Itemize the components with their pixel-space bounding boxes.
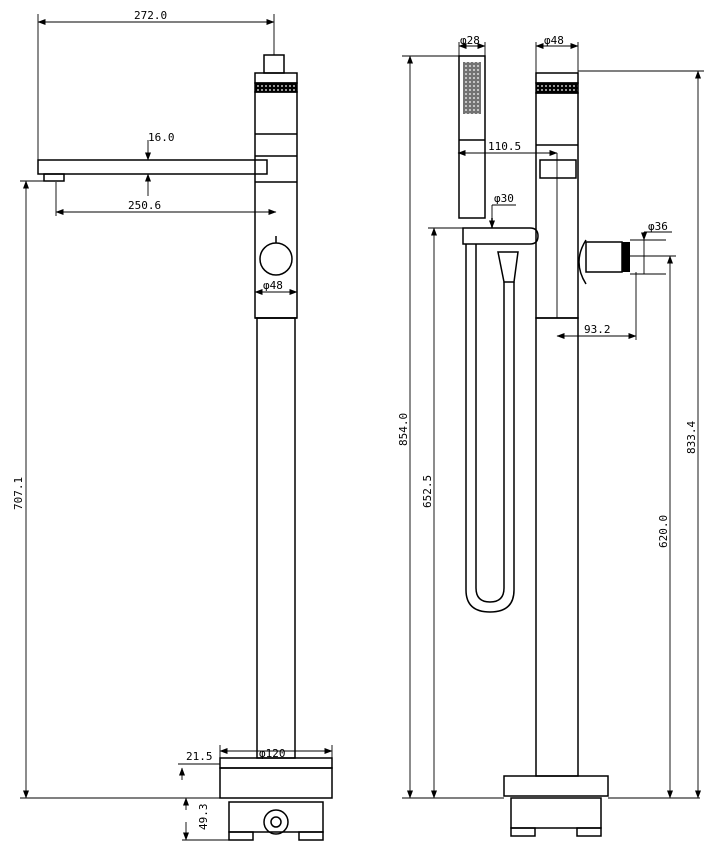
dim-handshower-offset: 110.5 <box>488 140 521 153</box>
dim-base-plate-height: 21.5 <box>186 750 213 763</box>
right-floor-foot-left <box>510 827 536 837</box>
dim-floor-box-depth: 49.3 <box>197 804 210 831</box>
dim-handle-height: 620.0 <box>657 515 670 548</box>
left-top-collar <box>254 72 298 84</box>
right-view: φ28 φ48 110.5 φ30 φ36 93.2 854.0 652.5 6… <box>397 34 704 837</box>
handshower-body <box>458 55 486 219</box>
dim-left-body-diameter: φ48 <box>263 279 283 292</box>
handshower-holder <box>462 227 539 245</box>
hose-outer <box>465 244 515 613</box>
hose-connector <box>497 251 519 283</box>
left-floor-box <box>228 801 324 833</box>
left-base-plate <box>219 767 333 799</box>
left-spout-aerator <box>43 173 65 182</box>
right-handle-lever <box>578 239 587 285</box>
left-knurl-ring <box>254 82 298 93</box>
dim-handle-diameter: φ36 <box>648 220 668 233</box>
dim-overall-height: 854.0 <box>397 413 410 446</box>
right-spout-stub <box>539 159 577 179</box>
left-floor-foot-right <box>298 831 324 841</box>
dim-body-height: 833.4 <box>685 421 698 454</box>
left-inlet-ring <box>263 809 289 835</box>
left-floor-foot-left <box>228 831 254 841</box>
left-column <box>256 317 296 759</box>
left-inlet-core <box>270 816 282 828</box>
dim-spout-height: 707.1 <box>12 477 25 510</box>
right-floor-box <box>510 797 602 829</box>
left-view: 272.0 16.0 250.6 φ48 707.1 21.5 φ120 49.… <box>12 9 333 841</box>
dim-handle-projection: 93.2 <box>584 323 611 336</box>
dim-overall-width: 272.0 <box>134 9 167 22</box>
handshower-face <box>463 62 481 114</box>
dim-base-diameter: φ120 <box>259 747 286 760</box>
dim-spout-thickness: 16.0 <box>148 131 175 144</box>
right-knurl-ring <box>535 82 579 94</box>
right-base-plate <box>503 775 609 797</box>
right-column <box>535 317 579 777</box>
left-spout <box>37 159 268 175</box>
dim-right-body-diameter: φ48 <box>544 34 564 47</box>
dim-holder-height: 652.5 <box>421 475 434 508</box>
right-handle-body <box>585 241 623 273</box>
dim-spout-reach: 250.6 <box>128 199 161 212</box>
dim-holder-diameter: φ30 <box>494 192 514 205</box>
right-top-collar <box>535 72 579 84</box>
left-top-cap <box>263 54 285 74</box>
right-handle-cap <box>622 242 630 272</box>
left-handle-knob <box>259 242 293 276</box>
hose-inner <box>475 244 505 603</box>
dim-handshower-diameter: φ28 <box>460 34 480 47</box>
right-floor-foot-right <box>576 827 602 837</box>
